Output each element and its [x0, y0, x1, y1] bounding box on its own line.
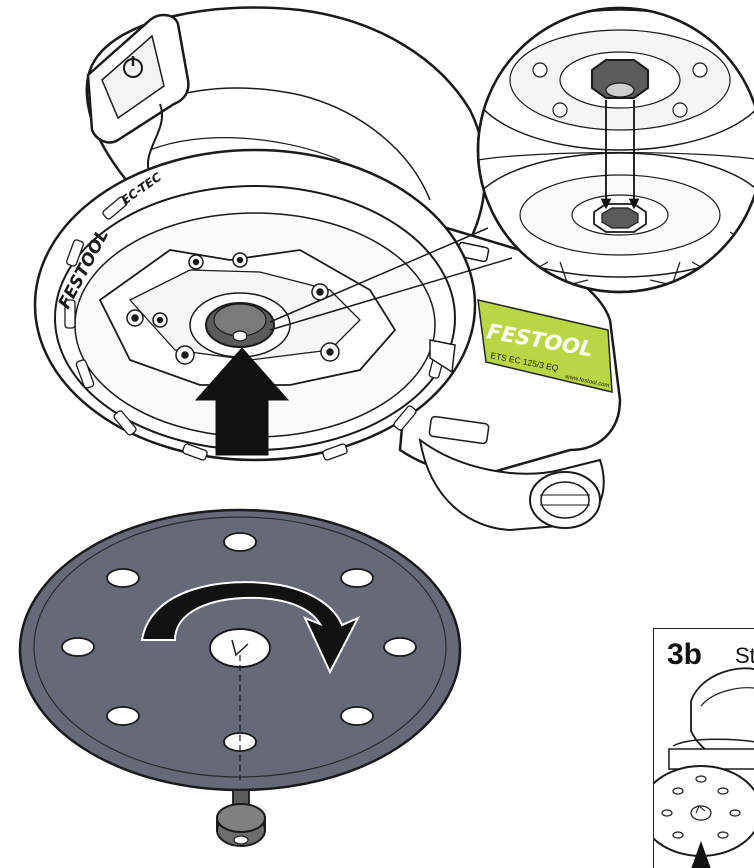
- mounting-screw: [216, 789, 266, 847]
- detail-magnifier: [269, 6, 754, 331]
- base-ring: FESTOOL EC-TEC: [33, 148, 477, 462]
- spindle-hub: [189, 292, 291, 358]
- mount-arrow: [194, 347, 290, 456]
- sanding-pad: [18, 508, 462, 792]
- power-icon: [123, 56, 143, 78]
- inset-panel-3b: [653, 628, 754, 868]
- power-switch: [86, 13, 190, 144]
- dust-port: [529, 471, 601, 529]
- inset-label: 3b: [667, 638, 703, 671]
- inset-caption: Stic: [735, 643, 754, 668]
- inset-sander-sketch: [654, 667, 754, 868]
- rotation-arrow: [140, 581, 361, 675]
